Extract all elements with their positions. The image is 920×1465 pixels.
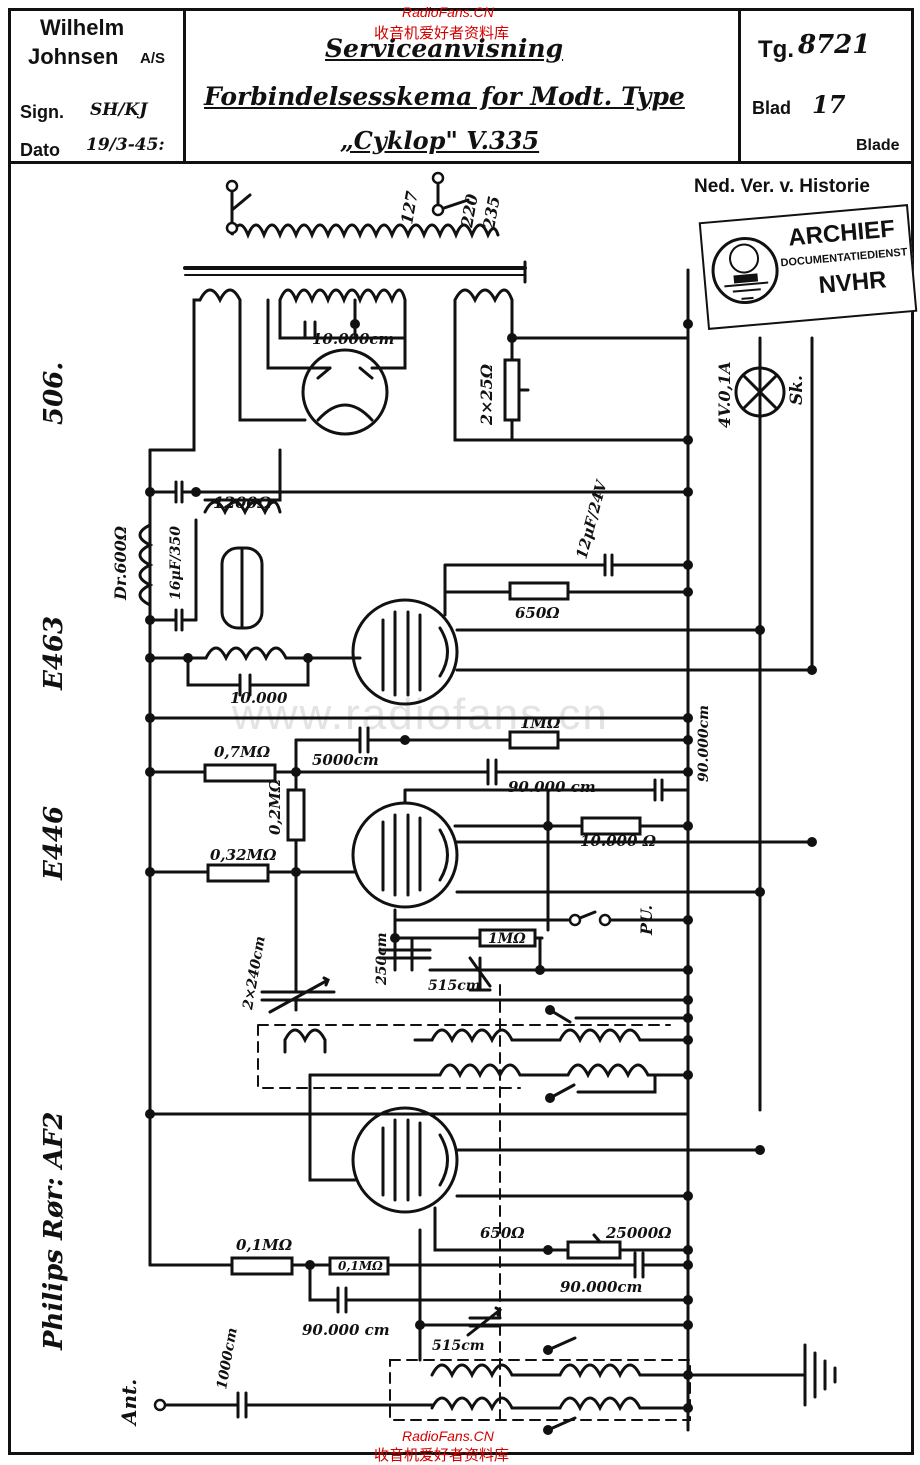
archive-logo-icon (711, 236, 779, 304)
label-cap-1000: 1000cm (214, 1327, 241, 1391)
watermark-top-sub: 收音机爱好者资料库 (374, 25, 510, 42)
archive-stamp: ARCHIEF DOCUMENTATIEDIENST NVHR (698, 204, 918, 330)
label-cap-5000: 5000cm (312, 751, 379, 769)
label-cap-90000-v: 90.000cm (696, 705, 712, 782)
label-res-1200: 1200Ω (213, 493, 273, 512)
label-res-07: 0,7MΩ (214, 743, 271, 761)
label-res-10000: 10.000 Ω (580, 832, 657, 850)
company-suffix: A/S (140, 50, 166, 67)
dato-value: 19/3-45: (86, 135, 165, 155)
label-cap-90000-b: 90.000cm (560, 1278, 642, 1296)
label-res-1m-a: 1MΩ (520, 714, 561, 732)
label-res-2x25: 2×25Ω (477, 363, 496, 426)
label-cap-515-b: 515cm (432, 1338, 485, 1354)
label-rectifier-tube: 506. (39, 362, 69, 425)
watermark-top: RadioFans.CN (402, 4, 494, 20)
blad-label: Blad (752, 98, 792, 118)
label-res-25000: 25000Ω (605, 1224, 672, 1242)
label-output-tube: E463 (39, 616, 69, 691)
archive-heading: Ned. Ver. v. Historie (694, 176, 871, 197)
sign-value: SH/KJ (90, 100, 148, 120)
label-sk: Sk. (787, 375, 807, 405)
sign-label: Sign. (20, 102, 64, 122)
doc-model: „Cyklop" V.335 (340, 126, 540, 155)
blad-value: 17 (812, 90, 846, 119)
label-cap-515-a: 515cm (428, 978, 481, 994)
label-cap-250: 250cm (374, 932, 390, 986)
doc-title: Serviceanvisning (325, 34, 564, 63)
tg-label: Tg. (758, 36, 794, 63)
label-cap-10000: 10.000 (230, 689, 288, 707)
label-elko-12: 12μF/24V (572, 477, 611, 561)
label-cap-90000-c: 90.000 cm (302, 1321, 390, 1339)
label-res-650: 650Ω (515, 604, 560, 622)
label-antenna: Ant. (117, 1379, 141, 1427)
watermark-bottom: RadioFans.CN (402, 1428, 494, 1444)
label-cap-10000cm: 10.000cm (312, 330, 394, 348)
dato-label: Dato (20, 140, 60, 160)
schematic-frame (8, 161, 914, 1455)
doc-subtitle: Forbindelsesskema for Modt. Type (204, 82, 685, 111)
label-choke: Dr.600Ω (111, 525, 130, 601)
label-res-01-b: 0,1MΩ (338, 1259, 383, 1273)
label-res-01-a: 0,1MΩ (236, 1236, 293, 1254)
watermark-bottom-sub: 收音机爱好者资料库 (374, 1447, 510, 1464)
tg-value: 8721 (798, 30, 871, 60)
label-res-1m-b: 1MΩ (488, 931, 526, 947)
label-res-02: 0,2MΩ (266, 778, 284, 835)
label-elko: 16μF/350 (168, 526, 184, 600)
label-detector-tube: E446 (39, 806, 69, 881)
label-res-650-b: 650Ω (480, 1224, 525, 1242)
company-name-line2: Johnsen (28, 44, 119, 69)
label-lamp: 4V.0,1A (715, 361, 734, 428)
label-tap-235: 235 (479, 194, 504, 231)
label-tap-127: 127 (397, 189, 422, 225)
company-name-line1: Wilhelm (40, 15, 125, 40)
label-pu: PU. (637, 905, 656, 936)
label-cap-90000-a: 90.000 cm (508, 778, 596, 796)
blade-label: Blade (856, 137, 900, 154)
label-res-032: 0,32MΩ (210, 846, 277, 864)
label-rf-tube: Philips Rør: AF2 (39, 1112, 69, 1351)
